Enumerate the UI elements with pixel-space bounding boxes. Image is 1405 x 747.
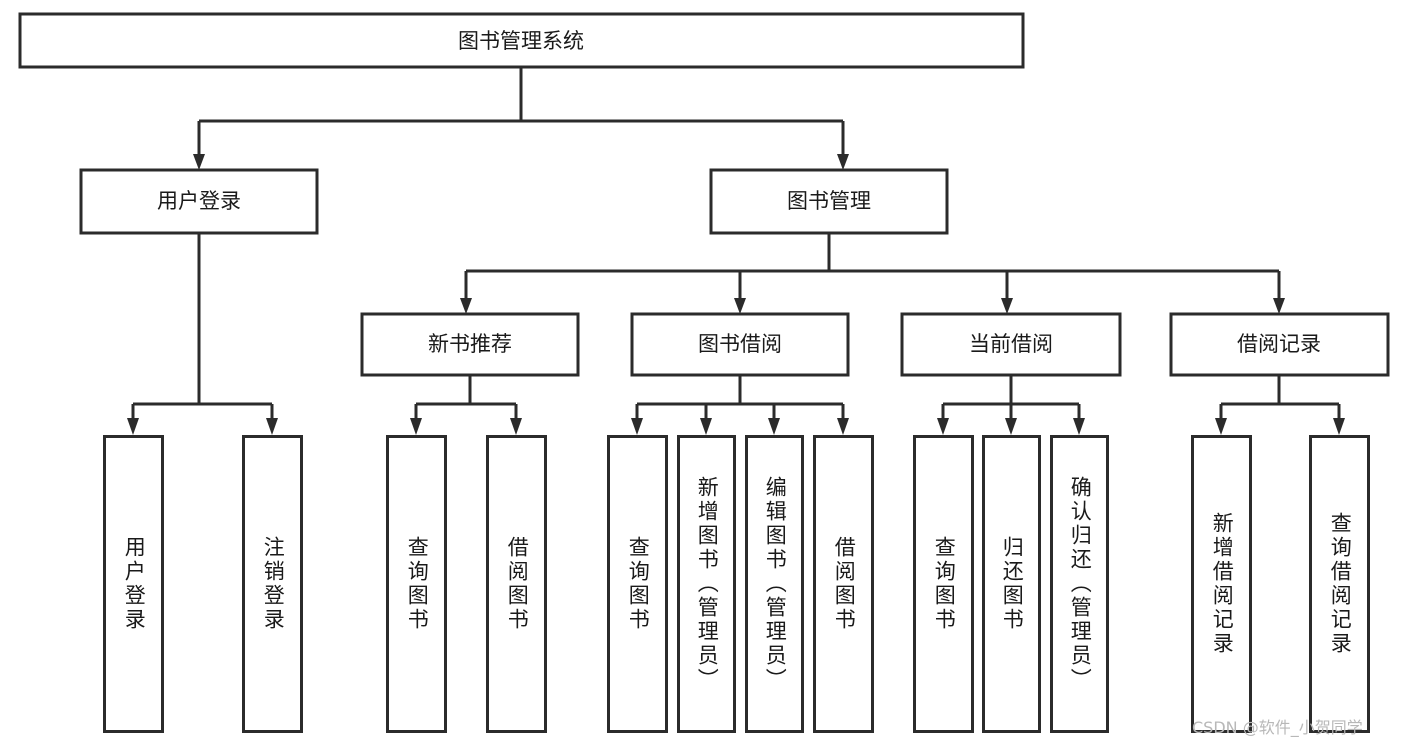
leaf-query-book-3[interactable]: 查询图书 (913, 435, 974, 733)
node-current-borrow-rect[interactable] (900, 312, 1122, 377)
leaf-user-login-label: 用户登录 (122, 536, 147, 632)
node-book-manage-label: 图书管理 (787, 189, 871, 213)
arrow-to-book-manage (837, 154, 849, 170)
leaf-borrow-book-1[interactable]: 借阅图书 (486, 435, 547, 733)
leaf-query-book-2-label: 查询图书 (626, 536, 651, 632)
node-book-borrow-label: 图书借阅 (698, 332, 782, 356)
arrow-to-current-borrow (1001, 298, 1013, 314)
node-book-manage[interactable]: 图书管理 (709, 168, 949, 235)
connector-group-root-to-level2 (193, 67, 849, 170)
arrow-leaf-add-book (700, 418, 712, 435)
arrow-leaf-query-book-1 (410, 418, 422, 435)
node-new-book-recommend[interactable]: 新书推荐 (360, 312, 580, 377)
leaf-user-login[interactable]: 用户登录 (103, 435, 164, 733)
arrow-leaf-logout-login (266, 418, 278, 435)
connector-group-borrow-record-to-leaves (1215, 375, 1345, 435)
connector-group-current-borrow-to-leaves (937, 375, 1085, 435)
leaf-query-book-1-label: 查询图书 (405, 536, 430, 632)
arrow-leaf-confirm-return (1073, 418, 1085, 435)
node-current-borrow[interactable]: 当前借阅 (900, 312, 1122, 377)
node-new-book-recommend-label: 新书推荐 (428, 332, 512, 356)
connector-group-book-borrow-to-leaves (631, 375, 849, 435)
connector-group-book-manage-to-level3 (460, 233, 1285, 314)
leaf-logout-login-label: 注销登录 (261, 536, 286, 632)
connector-group-new-book-recommend-to-leaves (410, 375, 522, 435)
leaf-borrow-book-2-label: 借阅图书 (832, 536, 857, 632)
arrow-leaf-borrow-book-2 (837, 418, 849, 435)
node-root-label: 图书管理系统 (458, 29, 584, 53)
node-new-book-recommend-rect[interactable] (360, 312, 580, 377)
leaf-add-book-label: 新增图书（管理员） (695, 476, 720, 692)
node-root[interactable]: 图书管理系统 (18, 12, 1025, 69)
arrow-leaf-add-record (1215, 418, 1227, 435)
leaf-query-book-1[interactable]: 查询图书 (386, 435, 447, 733)
node-book-manage-rect[interactable] (709, 168, 949, 235)
leaf-confirm-return-label: 确认归还（管理员） (1068, 476, 1093, 692)
leaf-add-record-label: 新增借阅记录 (1210, 512, 1235, 656)
leaf-edit-book[interactable]: 编辑图书（管理员） (745, 435, 804, 733)
leaf-query-record[interactable]: 查询借阅记录 (1309, 435, 1370, 733)
node-borrow-record[interactable]: 借阅记录 (1169, 312, 1390, 377)
node-book-borrow-rect[interactable] (630, 312, 850, 377)
arrow-leaf-user-login (127, 418, 139, 435)
leaf-add-book[interactable]: 新增图书（管理员） (677, 435, 736, 733)
node-user-login[interactable]: 用户登录 (79, 168, 319, 235)
arrow-to-user-login (193, 154, 205, 170)
node-current-borrow-label: 当前借阅 (969, 332, 1053, 356)
arrow-leaf-return-book (1005, 418, 1017, 435)
connector-group-user-login-to-leaves (127, 233, 278, 435)
leaf-logout-login[interactable]: 注销登录 (242, 435, 303, 733)
leaf-add-record[interactable]: 新增借阅记录 (1191, 435, 1252, 733)
leaf-query-record-label: 查询借阅记录 (1328, 512, 1353, 656)
node-user-login-label: 用户登录 (157, 189, 241, 213)
leaf-borrow-book-1-label: 借阅图书 (505, 536, 530, 632)
leaf-query-book-2[interactable]: 查询图书 (607, 435, 668, 733)
arrow-leaf-query-book-3 (937, 418, 949, 435)
arrow-to-borrow-record (1273, 298, 1285, 314)
arrow-to-new-book-recommend (460, 298, 472, 314)
leaf-edit-book-label: 编辑图书（管理员） (763, 476, 788, 692)
node-user-login-rect[interactable] (79, 168, 319, 235)
arrow-leaf-query-record (1333, 418, 1345, 435)
arrow-to-book-borrow (734, 298, 746, 314)
arrow-leaf-borrow-book-1 (510, 418, 522, 435)
leaf-borrow-book-2[interactable]: 借阅图书 (813, 435, 874, 733)
arrow-leaf-edit-book (768, 418, 780, 435)
node-root-rect[interactable] (18, 12, 1025, 69)
leaf-return-book-label: 归还图书 (1000, 536, 1025, 632)
leaf-confirm-return[interactable]: 确认归还（管理员） (1050, 435, 1109, 733)
node-borrow-record-rect[interactable] (1169, 312, 1390, 377)
node-book-borrow[interactable]: 图书借阅 (630, 312, 850, 377)
node-borrow-record-label: 借阅记录 (1237, 332, 1321, 356)
arrow-leaf-query-book-2 (631, 418, 643, 435)
leaf-query-book-3-label: 查询图书 (932, 536, 957, 632)
leaf-return-book[interactable]: 归还图书 (982, 435, 1041, 733)
